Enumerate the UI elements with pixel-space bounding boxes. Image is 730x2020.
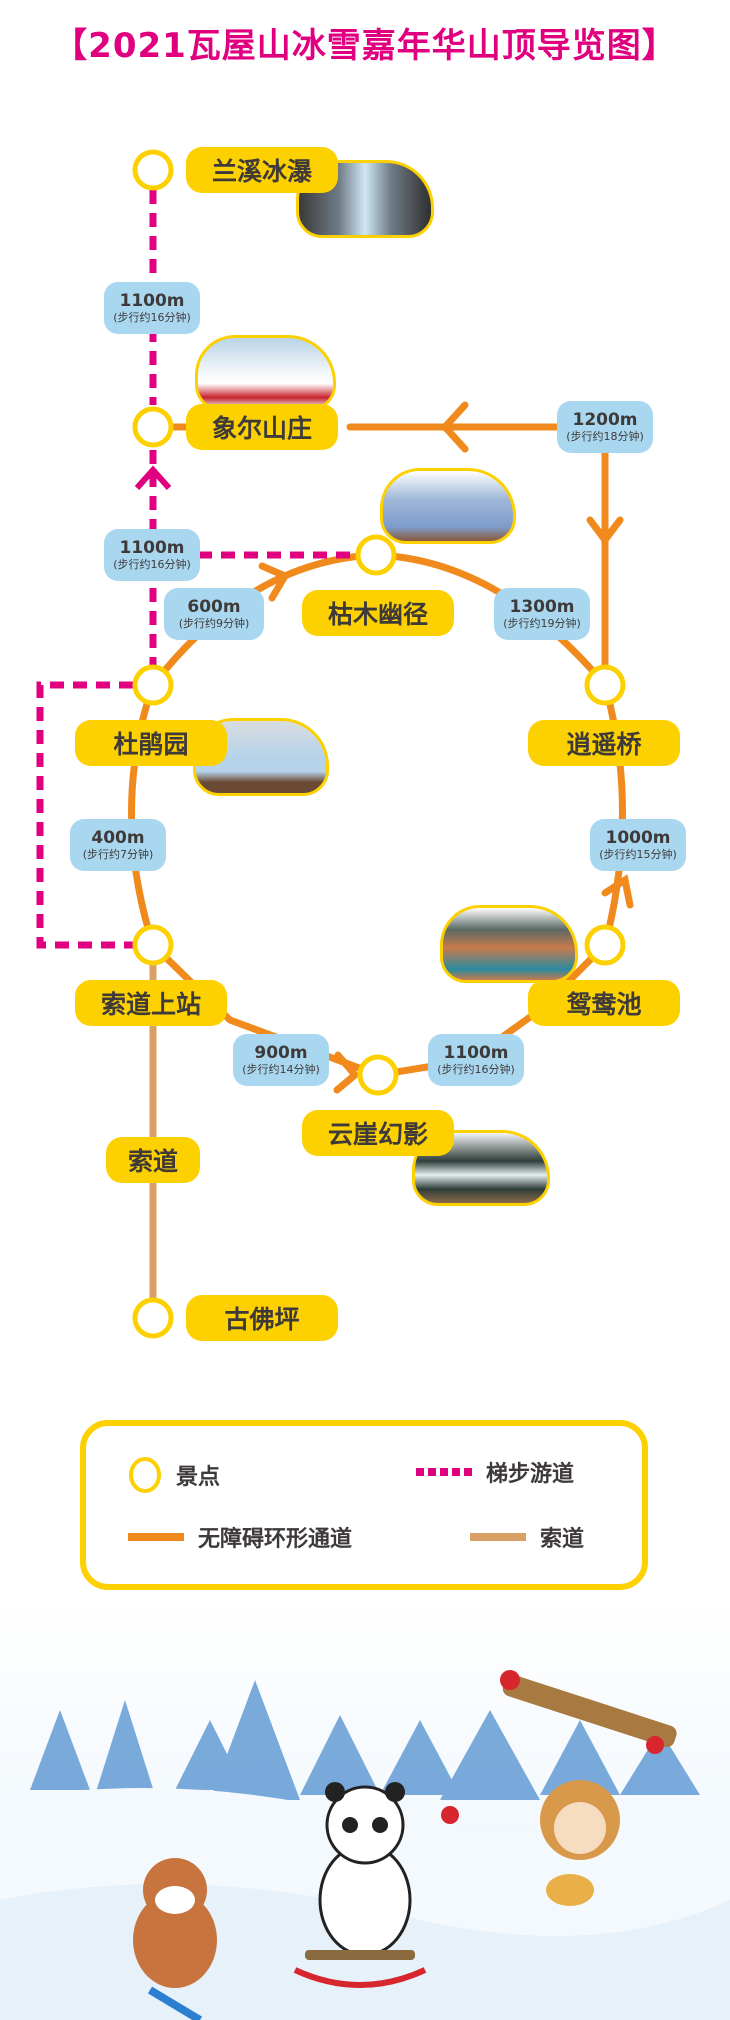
node-suodao-shangzhan (132, 924, 174, 966)
label-suodao-shangzhan: 索道上站 (75, 980, 227, 1026)
distance-badge: 1300m(步行约19分钟) (494, 588, 590, 640)
orange-line-icon (128, 1533, 184, 1541)
legend: 景点 梯步游道 无障碍环形通道 索道 (80, 1420, 648, 1590)
panda-sledding (293, 1782, 427, 1988)
photo-food-stall-arch (440, 905, 578, 983)
label-kumu: 枯木幽径 (302, 590, 454, 636)
node-xianger (132, 406, 174, 448)
legend-item-stair-path: 梯步游道 (416, 1456, 574, 1488)
tan-line-icon (470, 1533, 526, 1541)
dashed-line-icon (416, 1468, 472, 1476)
route-map (36, 149, 634, 1339)
loop-segment-left (128, 681, 157, 949)
label-cableway: 索道 (106, 1137, 200, 1183)
node-dupeng (132, 664, 174, 706)
arrow-left-icon (440, 401, 469, 453)
legend-item-accessible-loop: 无障碍环形通道 (128, 1521, 352, 1553)
label-gufoping: 古佛坪 (186, 1295, 338, 1341)
label-lanxi: 兰溪冰瀑 (186, 147, 338, 193)
pine-trees (30, 1680, 700, 1800)
distance-badge: 400m(步行约7分钟) (70, 819, 166, 871)
node-lanxi (132, 149, 174, 191)
node-xiaoyao (584, 664, 626, 706)
arrow-right-icon (258, 562, 291, 602)
legend-item-cableway: 索道 (470, 1521, 584, 1553)
distance-badge: 1100m(步行约16分钟) (428, 1034, 524, 1086)
snow-scene-illustration (0, 1600, 730, 2020)
arrow-up-icon (601, 874, 634, 909)
node-gufoping (132, 1297, 174, 1339)
map-title: 【2021瓦屋山冰雪嘉年华山顶导览图】 (53, 26, 677, 66)
node-kumu (355, 534, 397, 576)
attraction-ring-icon (129, 1457, 161, 1493)
distance-badge: 1200m(步行约18分钟) (557, 401, 653, 453)
photo-snowboarder (195, 335, 336, 411)
label-xianger: 象尔山庄 (186, 404, 338, 450)
distance-badge: 1100m(步行约16分钟) (104, 529, 200, 581)
photo-ice-castle-gate (380, 468, 516, 544)
monkey-hanging-with-burger (441, 1670, 677, 1906)
distance-badge: 1100m(步行约16分钟) (104, 282, 200, 334)
distance-badge: 1000m(步行约15分钟) (590, 819, 686, 871)
arrow-down-icon (586, 516, 624, 546)
node-yunya (357, 1054, 399, 1096)
label-yunya: 云崖幻影 (302, 1110, 454, 1156)
stair-arrow-up-icon (134, 465, 172, 490)
label-yuanyang: 鸳鸯池 (528, 980, 680, 1026)
legend-item-attraction: 景点 (128, 1456, 220, 1494)
loop-segment-right (601, 681, 626, 949)
node-yuanyang (584, 924, 626, 966)
arrow-right-bottom-icon (333, 1051, 360, 1094)
red-panda-skiing (133, 1858, 217, 2020)
distance-badge: 600m(步行约9分钟) (164, 588, 264, 640)
distance-badge: 900m(步行约14分钟) (233, 1034, 329, 1086)
stair-path (36, 190, 360, 949)
label-dupeng: 杜鹃园 (75, 720, 227, 766)
label-xiaoyao: 逍遥桥 (528, 720, 680, 766)
